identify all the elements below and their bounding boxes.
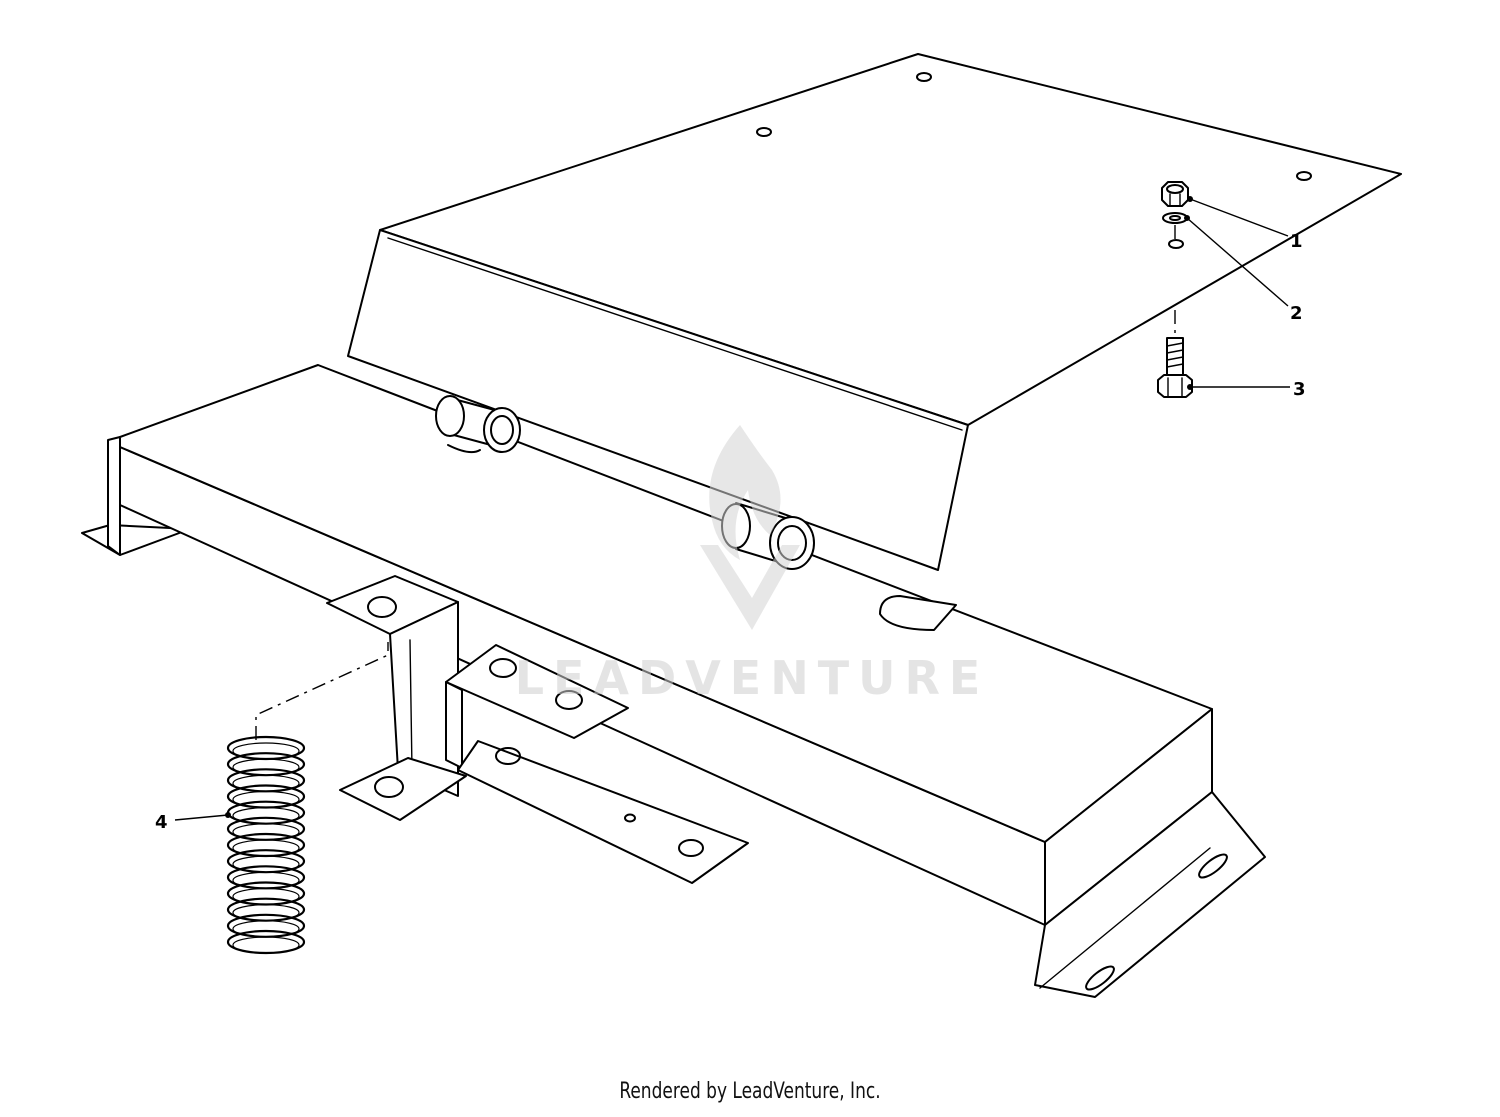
watermark-text: LEADVENTURE [515,651,990,705]
spring-coil-inner [232,871,300,889]
spring-coil-inner [232,936,300,954]
spring-centerline [255,642,389,740]
spring-coil-inner [232,807,300,825]
footer-credit: Rendered by LeadVenture, Inc. [619,1079,881,1104]
spring-coil-inner [232,774,300,792]
spring-coil-inner [232,904,300,922]
hardware [1157,181,1193,398]
spring-coil-inner [232,758,300,776]
spring-coil-inner [232,839,300,857]
spring-coil-inner [232,790,300,809]
callout-2: 2 [1290,303,1303,324]
spring-coil-inner [232,823,300,841]
callout-3: 3 [1293,379,1306,400]
spring-coil-inner [232,855,300,873]
cover-plate [347,53,1402,571]
callout-4: 4 [155,812,168,833]
spring-coil-inner [232,920,300,938]
flame-logo-icon [700,425,800,630]
compression-spring [226,735,306,955]
callouts: 1 2 3 4 [155,196,1306,833]
mounting-straps [326,575,749,884]
watermark: LEADVENTURE [515,425,990,705]
spring-coil-inner [232,887,300,906]
callout-1: 1 [1290,231,1303,252]
spring-coil-inner [232,742,300,760]
